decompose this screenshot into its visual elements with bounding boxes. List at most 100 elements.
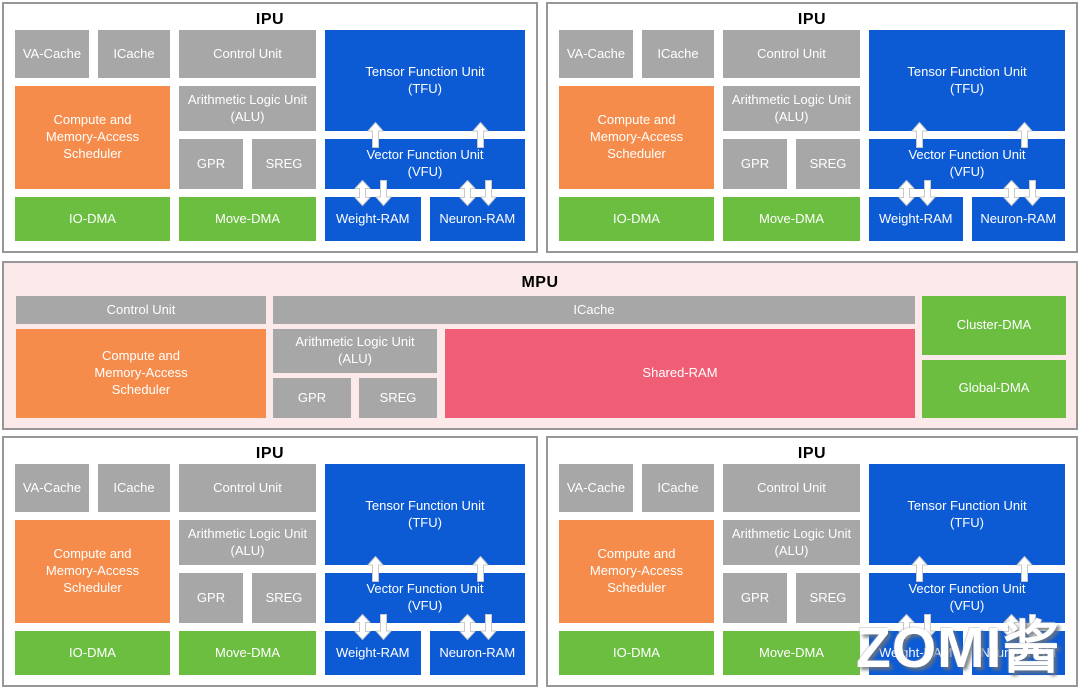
ipu-neuron-ram-block: Neuron-RAM xyxy=(429,197,525,241)
down-arrow-icon xyxy=(1024,180,1041,206)
ipu-scheduler-block: Compute and Memory-Access Scheduler xyxy=(15,520,170,623)
ipu-va-cache-block: VA-Cache xyxy=(15,30,89,78)
up-down-arrow-icon xyxy=(898,180,915,206)
up-arrow-icon xyxy=(1016,556,1033,582)
ipu-icache-block: ICache xyxy=(98,30,170,78)
mpu-mid-column: Arithmetic Logic Unit (ALU) GPR SREG xyxy=(273,329,437,418)
mpu-register-row: GPR SREG xyxy=(273,378,437,418)
ipu-title: IPU xyxy=(255,10,285,28)
ipu-icache-block: ICache xyxy=(642,30,714,78)
ipu-tfu-block: Tensor Function Unit (TFU) xyxy=(869,30,1065,131)
mpu-center-row: Arithmetic Logic Unit (ALU) GPR SREG Sha… xyxy=(273,329,915,418)
ipu-io-dma-block: IO-DMA xyxy=(559,197,714,241)
ipu-title: IPU xyxy=(797,10,827,28)
ipu-control-unit-block: Control Unit xyxy=(723,464,860,512)
ipu-gpr-block: GPR xyxy=(723,573,787,623)
mpu-center-column: ICache Arithmetic Logic Unit (ALU) GPR S… xyxy=(273,296,915,418)
ipu-control-unit-block: Control Unit xyxy=(179,30,316,78)
down-arrow-icon xyxy=(919,614,936,640)
ipu-gpr-block: GPR xyxy=(179,573,243,623)
ipu-alu-block: Arithmetic Logic Unit (ALU) xyxy=(179,520,316,565)
ipu-sreg-block: SREG xyxy=(252,139,316,189)
ipu-va-cache-block: VA-Cache xyxy=(559,30,633,78)
mpu-cluster-dma-block: Cluster-DMA xyxy=(922,296,1066,355)
ipu-weight-ram-block: Weight-RAM xyxy=(869,197,963,241)
down-arrow-icon xyxy=(919,180,936,206)
up-down-arrow-icon xyxy=(898,614,915,640)
mpu-title: MPU xyxy=(521,274,559,291)
up-down-arrow-icon xyxy=(354,180,371,206)
down-arrow-icon xyxy=(1024,614,1041,640)
ipu-io-dma-block: IO-DMA xyxy=(15,631,170,675)
watermark: ZOMI酱 xyxy=(856,616,1061,680)
ipu-scheduler-block: Compute and Memory-Access Scheduler xyxy=(15,86,170,189)
ipu-sreg-block: SREG xyxy=(796,573,860,623)
ipu-content: VA-Cache ICache Control Unit Tensor Func… xyxy=(548,464,1076,675)
ipu-control-unit-block: Control Unit xyxy=(723,30,860,78)
ipu-weight-ram-block: Weight-RAM xyxy=(325,197,421,241)
ipu-move-dma-block: Move-DMA xyxy=(179,631,316,675)
ipu-tfu-block: Tensor Function Unit (TFU) xyxy=(325,30,525,131)
ipu-scheduler-block: Compute and Memory-Access Scheduler xyxy=(559,86,714,189)
ipu-icache-block: ICache xyxy=(642,464,714,512)
mpu-control-unit-block: Control Unit xyxy=(16,296,266,324)
mpu-global-dma-block: Global-DMA xyxy=(922,359,1066,418)
ipu-io-dma-block: IO-DMA xyxy=(559,631,714,675)
ipu-move-dma-block: Move-DMA xyxy=(723,631,860,675)
up-arrow-icon xyxy=(911,122,928,148)
ipu-va-cache-block: VA-Cache xyxy=(559,464,633,512)
ipu-move-dma-block: Move-DMA xyxy=(179,197,316,241)
ipu-gpr-block: GPR xyxy=(179,139,243,189)
mpu-right-column: Cluster-DMA Global-DMA xyxy=(922,296,1066,418)
up-down-arrow-icon xyxy=(1003,614,1020,640)
up-arrow-icon xyxy=(472,122,489,148)
ipu-content: VA-Cache ICache Control Unit Tensor Func… xyxy=(4,30,536,241)
ipu-alu-block: Arithmetic Logic Unit (ALU) xyxy=(723,520,860,565)
ipu-weight-ram-block: Weight-RAM xyxy=(325,631,421,675)
mpu-panel: MPU Control Unit Compute and Memory-Acce… xyxy=(2,261,1078,430)
ipu-move-dma-block: Move-DMA xyxy=(723,197,860,241)
ipu-title: IPU xyxy=(255,444,285,462)
up-down-arrow-icon xyxy=(459,180,476,206)
mpu-scheduler-block: Compute and Memory-Access Scheduler xyxy=(16,329,266,418)
up-arrow-icon xyxy=(367,122,384,148)
ipu-sreg-block: SREG xyxy=(796,139,860,189)
ipu-panel-bottom-left: IPU VA-Cache ICache Control Unit Tensor … xyxy=(2,436,538,687)
up-arrow-icon xyxy=(472,556,489,582)
mpu-sreg-block: SREG xyxy=(359,378,437,418)
ipu-neuron-ram-block: Neuron-RAM xyxy=(971,197,1065,241)
ipu-io-dma-block: IO-DMA xyxy=(15,197,170,241)
ipu-content: VA-Cache ICache Control Unit Tensor Func… xyxy=(548,30,1076,241)
ipu-tfu-block: Tensor Function Unit (TFU) xyxy=(325,464,525,565)
up-arrow-icon xyxy=(911,556,928,582)
mpu-left-column: Control Unit Compute and Memory-Access S… xyxy=(16,296,266,418)
ipu-icache-block: ICache xyxy=(98,464,170,512)
ipu-title: IPU xyxy=(797,444,827,462)
mpu-shared-ram-block: Shared-RAM xyxy=(445,329,915,418)
ipu-weight-ram-block: Weight-RAM xyxy=(869,631,963,675)
ipu-control-unit-block: Control Unit xyxy=(179,464,316,512)
mpu-alu-block: Arithmetic Logic Unit (ALU) xyxy=(273,329,437,373)
ipu-vfu-block: Vector Function Unit (VFU) xyxy=(325,139,525,189)
mpu-icache-block: ICache xyxy=(273,296,915,324)
ipu-panel-bottom-right: IPU VA-Cache ICache Control Unit Tensor … xyxy=(546,436,1078,687)
up-down-arrow-icon xyxy=(1003,180,1020,206)
down-arrow-icon xyxy=(480,180,497,206)
ipu-va-cache-block: VA-Cache xyxy=(15,464,89,512)
up-down-arrow-icon xyxy=(354,614,371,640)
ipu-sreg-block: SREG xyxy=(252,573,316,623)
mpu-gpr-block: GPR xyxy=(273,378,351,418)
down-arrow-icon xyxy=(375,180,392,206)
ipu-panel-top-right: IPU VA-Cache ICache Control Unit Tensor … xyxy=(546,2,1078,253)
ipu-neuron-ram-block: Neuron-RAM xyxy=(971,631,1065,675)
ipu-content: VA-Cache ICache Control Unit Tensor Func… xyxy=(4,464,536,675)
up-down-arrow-icon xyxy=(459,614,476,640)
ipu-gpr-block: GPR xyxy=(723,139,787,189)
ipu-alu-block: Arithmetic Logic Unit (ALU) xyxy=(179,86,316,131)
ipu-alu-block: Arithmetic Logic Unit (ALU) xyxy=(723,86,860,131)
ipu-scheduler-block: Compute and Memory-Access Scheduler xyxy=(559,520,714,623)
ipu-panel-top-left: IPU VA-Cache ICache Control Unit Tensor … xyxy=(2,2,538,253)
mpu-content: Control Unit Compute and Memory-Access S… xyxy=(4,296,1076,418)
ipu-neuron-ram-block: Neuron-RAM xyxy=(429,631,525,675)
